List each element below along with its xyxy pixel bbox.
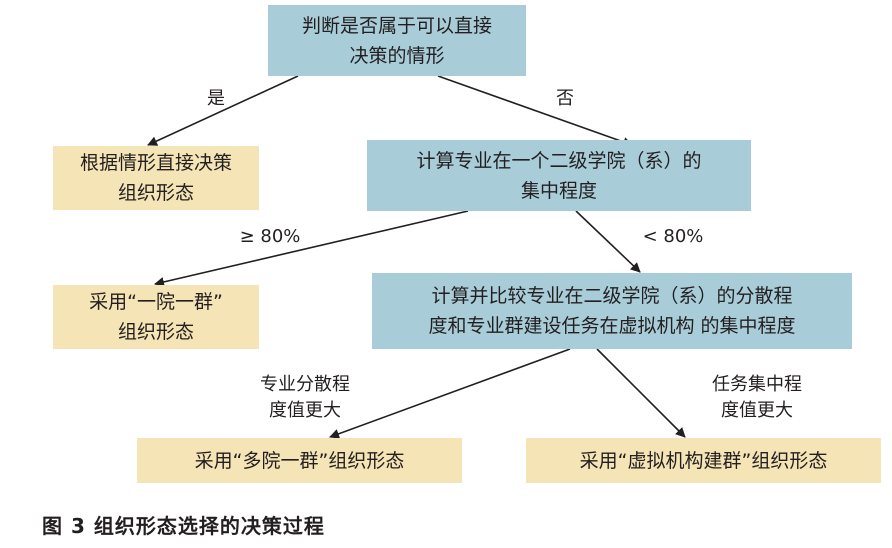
arrow-root-to-concentration [437,75,633,147]
root-decision-box: 判断是否属于可以直接 决策的情形 [268,5,526,76]
edge-label-yes: 是 [207,88,225,109]
one-college-box: 采用“一院一群” 组织形态 [53,285,259,349]
virtual-org-box: 采用“虚拟机构建群”组织形态 [526,438,881,483]
edge-label-lt80: < 80% [642,226,704,247]
edge-label-ge80: ≥ 80% [239,226,301,247]
edge-label-task-greater: 任务集中程 度值更大 [712,374,802,421]
arrow-root-to-direct [147,75,299,146]
multi-college-box: 采用“多院一群”组织形态 [137,438,462,483]
concentration-box: 计算专业在一个二级学院（系）的 集中程度 [367,140,751,211]
edge-label-dispersion-greater: 专业分散程 度值更大 [260,374,350,421]
arrow-concentration-to-one-college [154,210,469,287]
arrow-concentration-to-compare [575,210,641,273]
compare-box: 计算并比较专业在二级学院（系）的分散程 度和专业群建设任务在虚拟机构 的集中程度 [372,273,852,349]
figure-caption: 图 3 组织形态选择的决策过程 [42,514,325,538]
arrow-compare-to-multi-college [329,348,571,439]
arrow-compare-to-virtual [596,348,686,438]
direct-decision-box: 根据情形直接决策 组织形态 [53,146,259,210]
edge-label-no: 否 [556,88,574,109]
